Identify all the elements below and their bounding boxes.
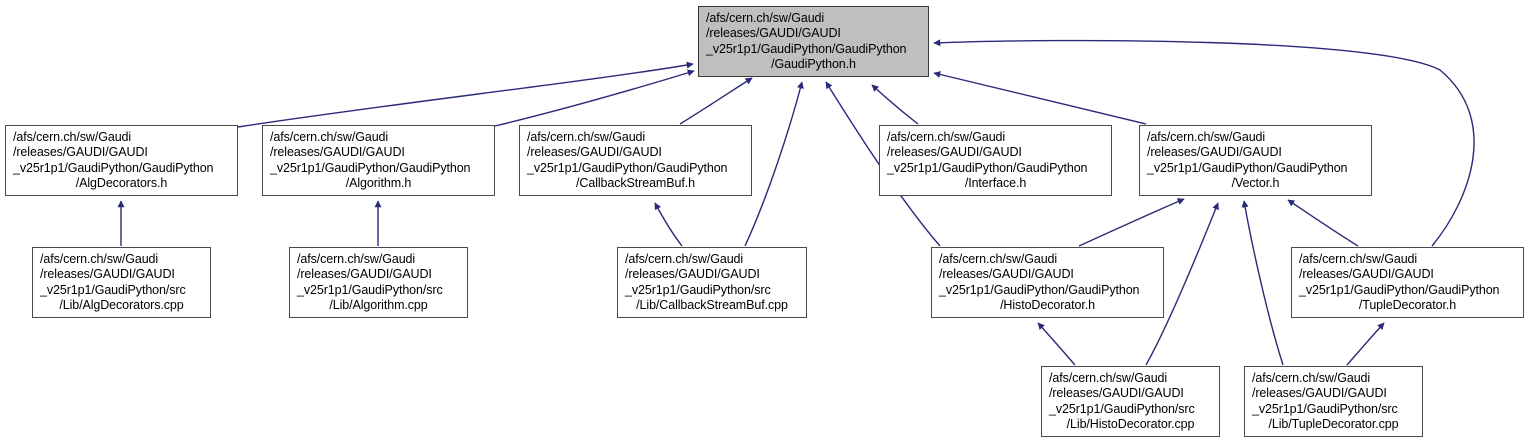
graph-node-tupledecorator_h[interactable]: /afs/cern.ch/sw/Gaudi/releases/GAUDI/GAU… — [1291, 247, 1524, 318]
node-label-line: _v25r1p1/GaudiPython/GaudiPython — [939, 282, 1140, 297]
graph-node-vector_h[interactable]: /afs/cern.ch/sw/Gaudi/releases/GAUDI/GAU… — [1139, 125, 1372, 196]
node-label-line: /releases/GAUDI/GAUDI — [1147, 145, 1282, 159]
graph-node-gaudipython_h[interactable]: /afs/cern.ch/sw/Gaudi/releases/GAUDI/GAU… — [698, 6, 929, 77]
node-label-line: _v25r1p1/GaudiPython/GaudiPython — [706, 41, 907, 56]
graph-edge-tupledecorator_h-to-vector_h — [1287, 199, 1359, 247]
node-label-line: /Lib/TupleDecorator.cpp — [1268, 417, 1399, 431]
node-label-line: _v25r1p1/GaudiPython/GaudiPython — [270, 160, 471, 175]
node-label-line: /releases/GAUDI/GAUDI — [939, 267, 1074, 281]
graph-edge-callbackstreambuf_h-to-gaudipython_h — [679, 77, 753, 125]
graph-node-histodecorator_cpp[interactable]: /afs/cern.ch/sw/Gaudi/releases/GAUDI/GAU… — [1041, 366, 1220, 437]
node-label-line: /afs/cern.ch/sw/Gaudi — [40, 251, 159, 266]
node-label-line: _v25r1p1/GaudiPython/GaudiPython — [1147, 160, 1348, 175]
node-label-line: _v25r1p1/GaudiPython/GaudiPython — [887, 160, 1088, 175]
node-label-line: _v25r1p1/GaudiPython/GaudiPython — [527, 160, 728, 175]
node-label-line: /releases/GAUDI/GAUDI — [887, 145, 1022, 159]
node-label-line: /afs/cern.ch/sw/Gaudi — [270, 129, 389, 144]
node-label-line: /Lib/AlgDecorators.cpp — [59, 298, 184, 312]
graph-edge-tupledecorator_cpp-to-tupledecorator_h — [1346, 322, 1385, 366]
node-label-line: _v25r1p1/GaudiPython/src — [40, 282, 186, 297]
node-label-line: /Lib/CallbackStreamBuf.cpp — [636, 298, 788, 312]
node-label-line: /afs/cern.ch/sw/Gaudi — [706, 10, 825, 25]
graph-edge-callbackstreambuf_cpp-to-callbackstreambuf_h — [654, 202, 683, 247]
node-label-line: /afs/cern.ch/sw/Gaudi — [939, 251, 1058, 266]
node-label-line: /releases/GAUDI/GAUDI — [40, 267, 175, 281]
node-label-line: /afs/cern.ch/sw/Gaudi — [887, 129, 1006, 144]
graph-node-tupledecorator_cpp[interactable]: /afs/cern.ch/sw/Gaudi/releases/GAUDI/GAU… — [1244, 366, 1423, 437]
graph-node-histodecorator_h[interactable]: /afs/cern.ch/sw/Gaudi/releases/GAUDI/GAU… — [931, 247, 1164, 318]
node-label-line: /TupleDecorator.h — [1358, 298, 1457, 312]
node-label-line: /GaudiPython.h — [771, 57, 856, 71]
node-label-line: /releases/GAUDI/GAUDI — [625, 267, 760, 281]
node-label-line: /releases/GAUDI/GAUDI — [706, 26, 841, 40]
node-label-line: /releases/GAUDI/GAUDI — [297, 267, 432, 281]
node-label-line: /afs/cern.ch/sw/Gaudi — [625, 251, 744, 266]
node-label-line: _v25r1p1/GaudiPython/src — [297, 282, 443, 297]
node-label-line: /Interface.h — [964, 176, 1027, 190]
node-label-line: /afs/cern.ch/sw/Gaudi — [1252, 370, 1371, 385]
node-label-line: /HistoDecorator.h — [1000, 298, 1095, 312]
graph-edge-algorithm_h-to-gaudipython_h — [494, 69, 695, 127]
node-label-line: _v25r1p1/GaudiPython/src — [1252, 401, 1398, 416]
node-label-line: /afs/cern.ch/sw/Gaudi — [527, 129, 646, 144]
graph-edge-histodecorator_h-to-vector_h — [1078, 198, 1185, 247]
node-label-line: /Vector.h — [1231, 176, 1280, 190]
node-label-line: /AlgDecorators.h — [75, 176, 168, 190]
node-label-line: /releases/GAUDI/GAUDI — [13, 145, 148, 159]
node-label-line: _v25r1p1/GaudiPython/GaudiPython — [13, 160, 214, 175]
node-label-line: /Lib/Algorithm.cpp — [329, 298, 428, 312]
node-label-line: /CallbackStreamBuf.h — [576, 176, 695, 190]
node-label-line: /releases/GAUDI/GAUDI — [1049, 386, 1184, 400]
graph-node-algdecorators_cpp[interactable]: /afs/cern.ch/sw/Gaudi/releases/GAUDI/GAU… — [32, 247, 211, 318]
graph-edge-histodecorator_cpp-to-histodecorator_h — [1037, 322, 1076, 366]
node-label-line: /afs/cern.ch/sw/Gaudi — [1299, 251, 1418, 266]
node-label-line: /afs/cern.ch/sw/Gaudi — [13, 129, 132, 144]
graph-node-interface_h[interactable]: /afs/cern.ch/sw/Gaudi/releases/GAUDI/GAU… — [879, 125, 1112, 196]
node-label-line: /Lib/HistoDecorator.cpp — [1066, 417, 1195, 431]
node-label-line: /releases/GAUDI/GAUDI — [527, 145, 662, 159]
graph-edge-algdecorators_h-to-gaudipython_h — [237, 61, 694, 128]
node-label-line: /afs/cern.ch/sw/Gaudi — [1049, 370, 1168, 385]
node-label-line: _v25r1p1/GaudiPython/GaudiPython — [1299, 282, 1500, 297]
node-label-line: _v25r1p1/GaudiPython/src — [625, 282, 771, 297]
node-label-line: /Algorithm.h — [345, 176, 412, 190]
graph-node-algorithm_cpp[interactable]: /afs/cern.ch/sw/Gaudi/releases/GAUDI/GAU… — [289, 247, 468, 318]
node-label-line: /releases/GAUDI/GAUDI — [1252, 386, 1387, 400]
graph-edge-callbackstreambuf_cpp-to-gaudipython_h — [744, 81, 804, 247]
graph-node-callbackstreambuf_cpp[interactable]: /afs/cern.ch/sw/Gaudi/releases/GAUDI/GAU… — [617, 247, 807, 318]
node-label-line: _v25r1p1/GaudiPython/src — [1049, 401, 1195, 416]
node-label-line: /releases/GAUDI/GAUDI — [270, 145, 405, 159]
node-label-line: /afs/cern.ch/sw/Gaudi — [1147, 129, 1266, 144]
graph-edge-interface_h-to-gaudipython_h — [871, 84, 919, 125]
node-label-line: /afs/cern.ch/sw/Gaudi — [297, 251, 416, 266]
graph-edge-tupledecorator_cpp-to-vector_h — [1241, 200, 1284, 366]
graph-node-algdecorators_h[interactable]: /afs/cern.ch/sw/Gaudi/releases/GAUDI/GAU… — [5, 125, 238, 196]
graph-node-callbackstreambuf_h[interactable]: /afs/cern.ch/sw/Gaudi/releases/GAUDI/GAU… — [519, 125, 752, 196]
graph-edge-vector_h-to-gaudipython_h — [933, 71, 1147, 125]
graph-node-algorithm_h[interactable]: /afs/cern.ch/sw/Gaudi/releases/GAUDI/GAU… — [262, 125, 495, 196]
node-label-line: /releases/GAUDI/GAUDI — [1299, 267, 1434, 281]
